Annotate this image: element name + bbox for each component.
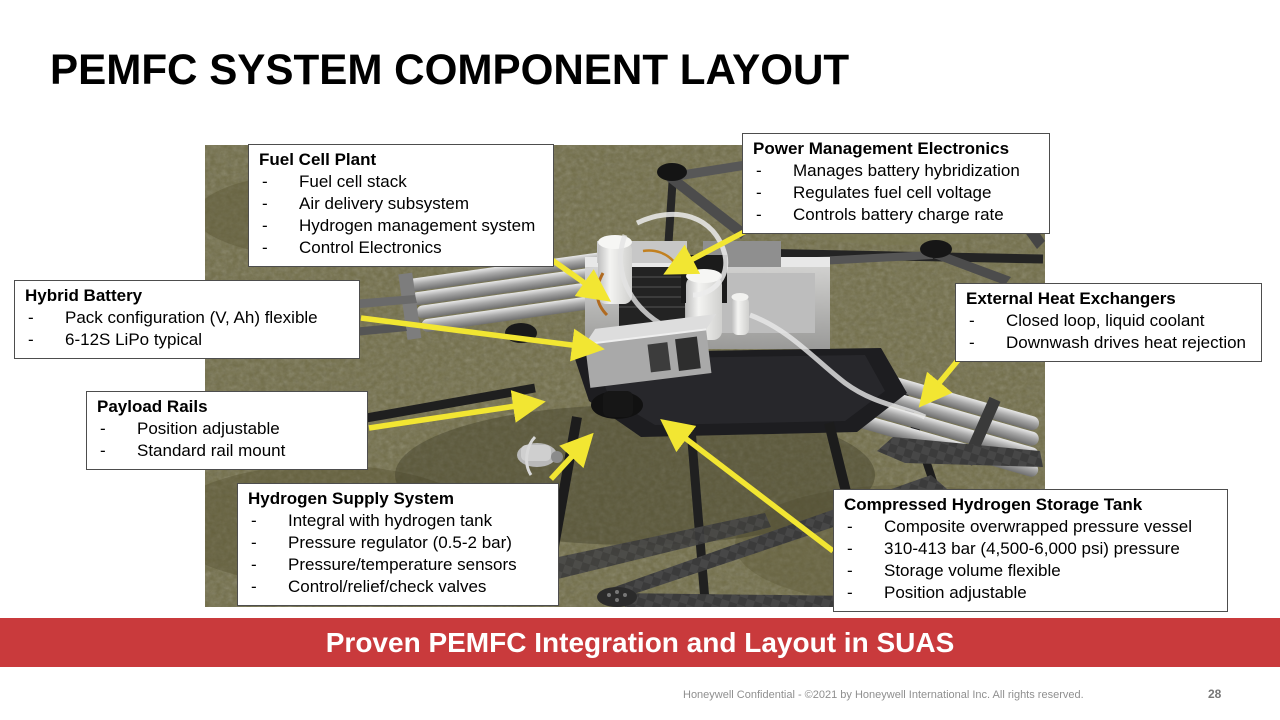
- callout-item: Pressure/temperature sensors: [248, 554, 548, 576]
- callout-item: Control Electronics: [259, 237, 543, 259]
- callout-title: Fuel Cell Plant: [259, 150, 377, 169]
- callout-payload-rails: Payload Rails Position adjustable Standa…: [86, 391, 368, 470]
- callout-item: Position adjustable: [97, 418, 357, 440]
- callout-item: Integral with hydrogen tank: [248, 510, 548, 532]
- callout-title: Payload Rails: [97, 397, 208, 416]
- callout-item: Fuel cell stack: [259, 171, 543, 193]
- callout-item: Manages battery hybridization: [753, 160, 1039, 182]
- callout-fuel-cell-plant: Fuel Cell Plant Fuel cell stack Air deli…: [248, 144, 554, 267]
- callout-item: Composite overwrapped pressure vessel: [844, 516, 1217, 538]
- callout-external-heat-exchangers: External Heat Exchangers Closed loop, li…: [955, 283, 1262, 362]
- callout-item: Downwash drives heat rejection: [966, 332, 1251, 354]
- callout-item: Regulates fuel cell voltage: [753, 182, 1039, 204]
- callout-title: Hydrogen Supply System: [248, 489, 454, 508]
- right-carbon-blade: [877, 437, 1043, 467]
- callout-hybrid-battery: Hybrid Battery Pack configuration (V, Ah…: [14, 280, 360, 359]
- callout-item: Pack configuration (V, Ah) flexible: [25, 307, 349, 329]
- callout-item: 310-413 bar (4,500-6,000 psi) pressure: [844, 538, 1217, 560]
- callout-compressed-hydrogen-storage-tank: Compressed Hydrogen Storage Tank Composi…: [833, 489, 1228, 612]
- callout-item: Position adjustable: [844, 582, 1217, 604]
- callout-item: Hydrogen management system: [259, 215, 543, 237]
- callout-title: External Heat Exchangers: [966, 289, 1176, 308]
- footer-confidentiality: Honeywell Confidential - ©2021 by Honeyw…: [683, 689, 1084, 701]
- callout-power-management-electronics: Power Management Electronics Manages bat…: [742, 133, 1050, 234]
- page-number: 28: [1208, 687, 1222, 701]
- callout-item: Pressure regulator (0.5-2 bar): [248, 532, 548, 554]
- callout-item: 6-12S LiPo typical: [25, 329, 349, 351]
- callout-title: Power Management Electronics: [753, 139, 1010, 158]
- callout-title: Hybrid Battery: [25, 286, 143, 305]
- banner: Proven PEMFC Integration and Layout in S…: [0, 618, 1280, 667]
- battery-box: [584, 313, 717, 388]
- callout-hydrogen-supply-system: Hydrogen Supply System Integral with hyd…: [237, 483, 559, 606]
- callout-item: Air delivery subsystem: [259, 193, 543, 215]
- callout-item: Closed loop, liquid coolant: [966, 310, 1251, 332]
- callout-item: Controls battery charge rate: [753, 204, 1039, 226]
- callout-item: Storage volume flexible: [844, 560, 1217, 582]
- callout-item: Control/relief/check valves: [248, 576, 548, 598]
- callout-title: Compressed Hydrogen Storage Tank: [844, 495, 1143, 514]
- page-title: PEMFC SYSTEM COMPONENT LAYOUT: [50, 46, 850, 94]
- fuel-cell-assembly: [585, 211, 927, 420]
- callout-item: Standard rail mount: [97, 440, 357, 462]
